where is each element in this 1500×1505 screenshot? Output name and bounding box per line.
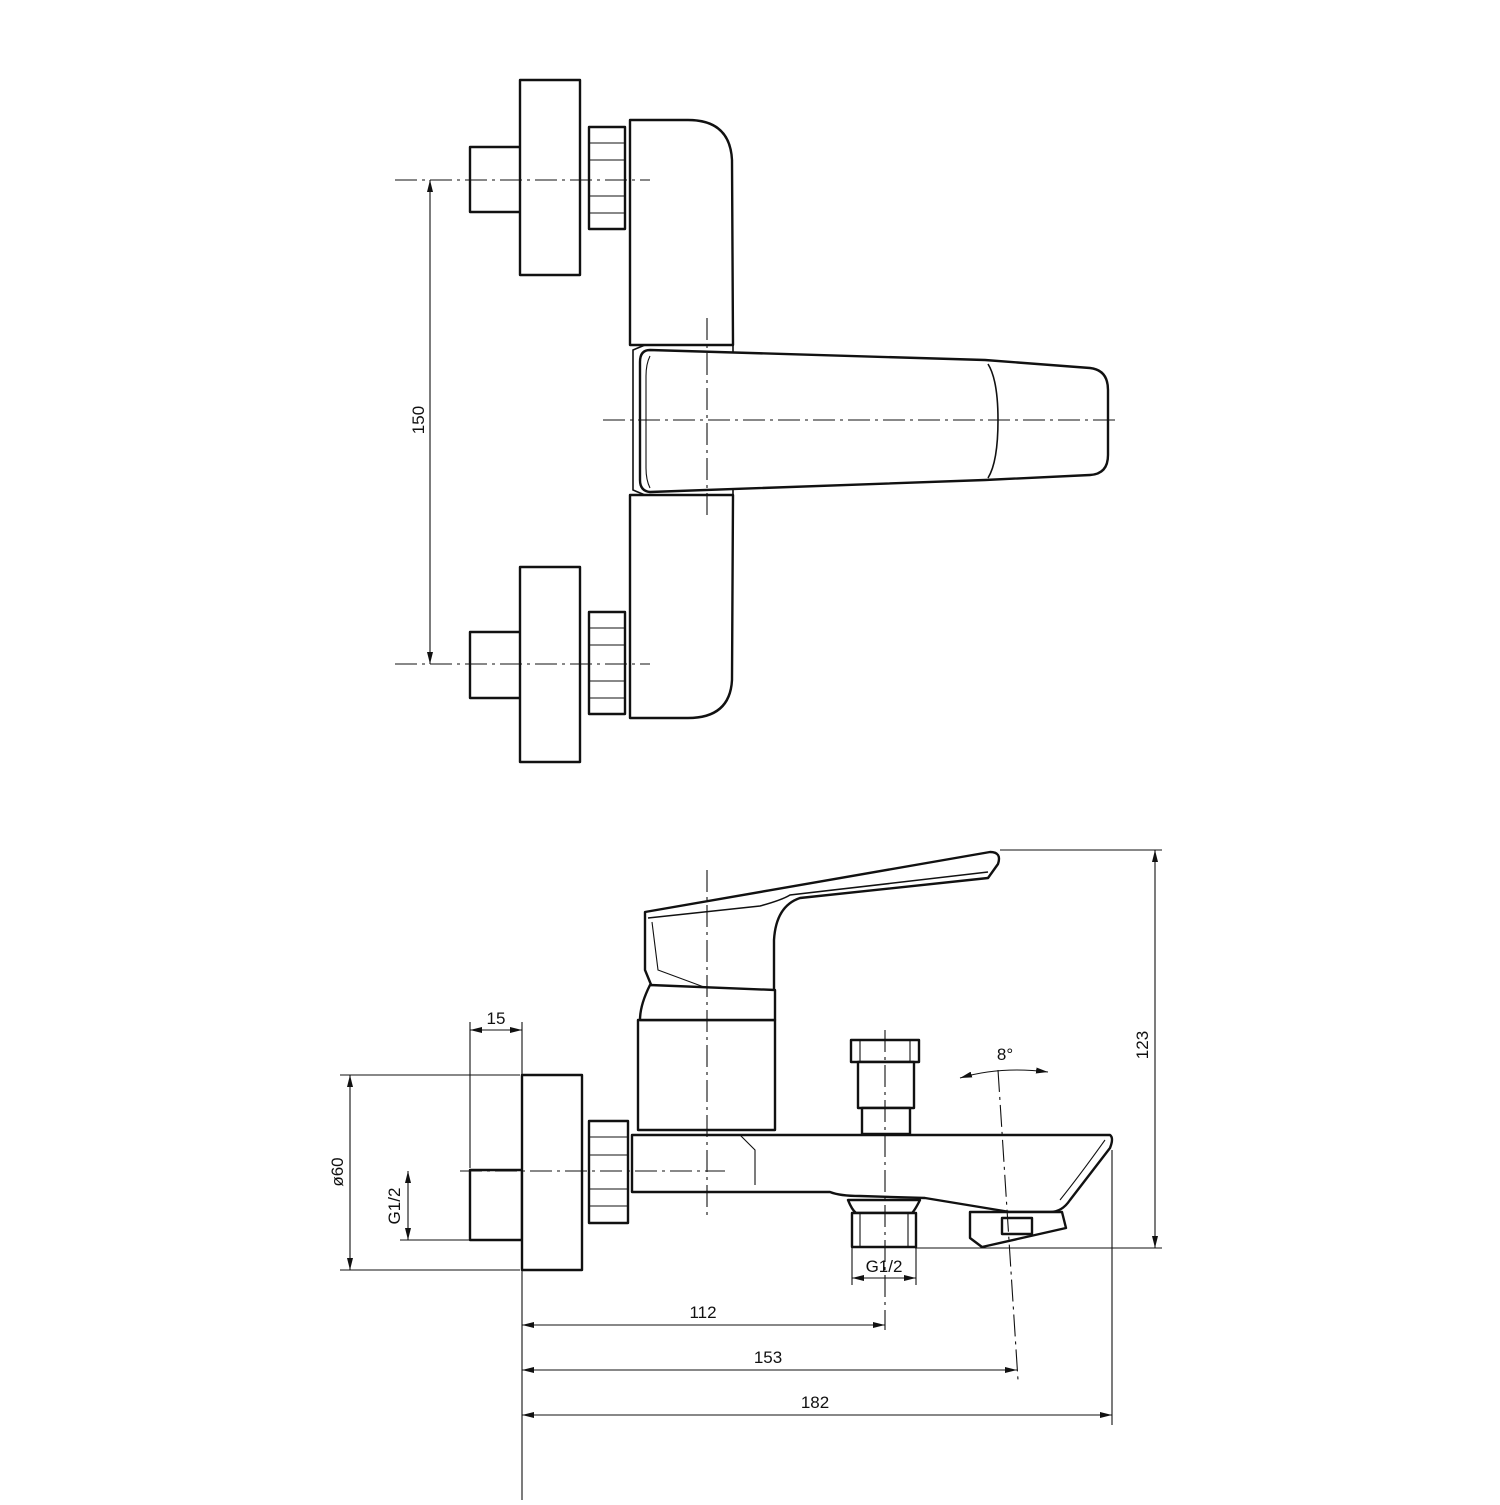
aerator	[968, 1210, 1068, 1249]
label-spout-outlet-distance: 153	[754, 1348, 782, 1367]
dimension-escutcheon-depth: 15	[470, 1009, 522, 1033]
label-inlet-thread: G1/2	[385, 1188, 404, 1225]
lower-hex-nut	[587, 610, 627, 716]
upper-escutcheon	[518, 78, 582, 277]
label-inlet-spacing: 150	[409, 406, 428, 434]
lever-top	[638, 348, 1110, 494]
spout	[630, 1133, 1114, 1214]
upper-hex-nut	[587, 125, 627, 231]
dimension-outlet-distance: 112	[522, 1303, 885, 1328]
top-view: 150	[395, 78, 1118, 764]
dimension-outlet-thread: G1/2	[852, 1257, 916, 1281]
mixer-body-top	[628, 118, 735, 720]
spout-angle-line	[997, 1069, 1019, 1381]
lever-side	[643, 850, 1001, 1009]
dimension-spout-angle: 8°	[959, 1045, 1049, 1079]
label-escutcheon-diameter: ø60	[328, 1157, 347, 1186]
side-view: 15 ø60 G1/2 G1/2 8° 123 112	[328, 849, 1162, 1505]
dimension-overall-height: 123	[1133, 850, 1158, 1248]
side-hex-nut	[587, 1119, 630, 1225]
label-overall-height: 123	[1133, 1031, 1152, 1059]
dimension-inlet-thread: G1/2	[385, 1171, 411, 1240]
dimension-overall-length: 182	[522, 1393, 1112, 1418]
dimension-inlet-spacing: 150	[409, 180, 433, 664]
upper-inlet	[468, 78, 627, 277]
side-escutcheon	[520, 1073, 584, 1272]
lower-inlet-pipe	[468, 630, 524, 700]
dimension-spout-outlet-distance: 153	[522, 1348, 1017, 1373]
side-inlet-pipe	[468, 1168, 524, 1242]
label-outlet-thread: G1/2	[866, 1257, 903, 1276]
label-escutcheon-depth: 15	[487, 1009, 506, 1028]
label-spout-angle: 8°	[997, 1045, 1013, 1064]
dimension-escutcheon-diameter: ø60	[328, 1075, 353, 1270]
bottom-outlet	[846, 1198, 922, 1249]
side-inlet	[468, 1073, 630, 1272]
label-overall-length: 182	[801, 1393, 829, 1412]
label-outlet-distance: 112	[689, 1303, 716, 1322]
